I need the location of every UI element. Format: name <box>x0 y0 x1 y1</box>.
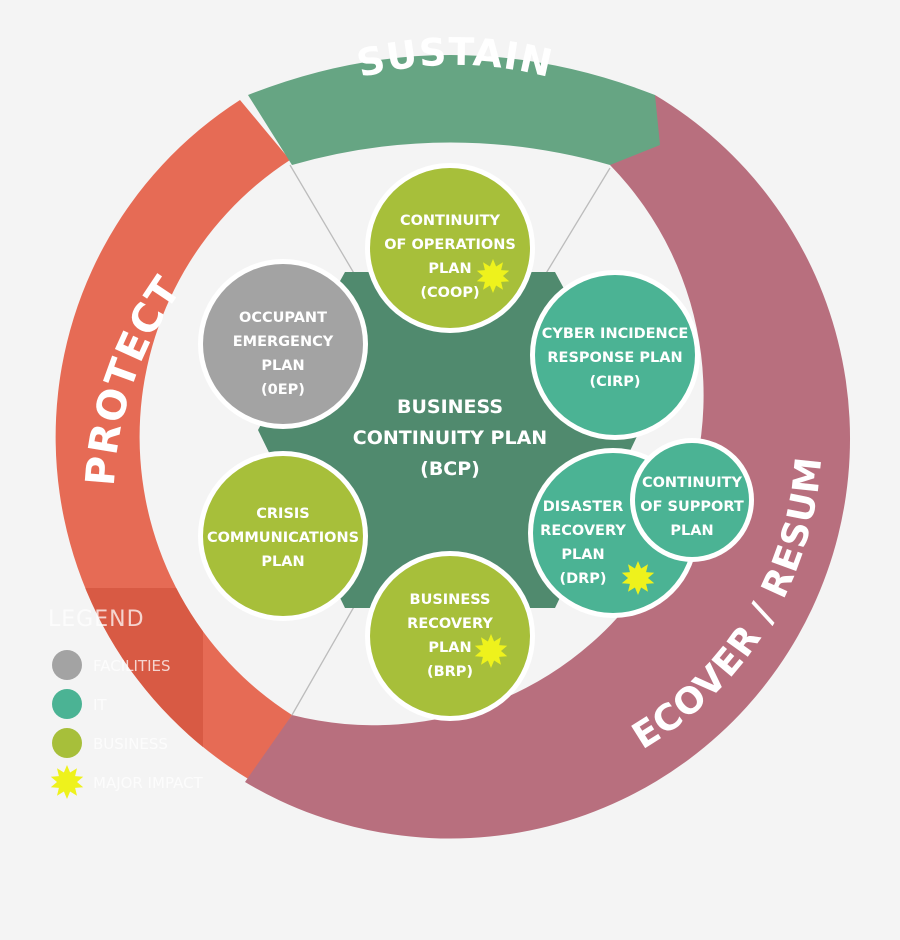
node-oep-label-line: (0EP) <box>261 382 305 398</box>
node-csp-label-line: PLAN <box>670 523 713 539</box>
legend-item-business: BUSINESS <box>52 728 168 758</box>
node-ccp-circle <box>203 456 363 616</box>
node-drp-label-line: DISASTER <box>543 499 624 515</box>
legend-label-it: IT <box>93 696 107 714</box>
ring-segment-sustain <box>248 55 660 165</box>
legend-item-major_impact: MAJOR IMPACT <box>50 765 204 799</box>
node-ccp: CRISIS COMMUNICATIONS PLAN <box>198 451 368 621</box>
node-drp-label-line: PLAN <box>561 547 604 563</box>
node-brp-label-line: BUSINESS <box>410 592 491 608</box>
legend-label-facilities: FACILITIES <box>93 657 171 675</box>
node-cirp-label-line: CYBER INCIDENCE <box>542 326 689 342</box>
node-brp: BUSINESS RECOVERY PLAN (BRP) <box>365 551 535 721</box>
node-oep-label-line: OCCUPANT <box>239 310 327 326</box>
node-oep-circle <box>203 264 363 424</box>
svg-text:(BCP): (BCP) <box>420 458 480 480</box>
center-label: BUSINESS CONTINUITY PLAN (BCP) <box>353 396 547 480</box>
legend: LEGEND FACILITIES IT BUSINESS MAJOR IMPACT <box>48 607 204 799</box>
node-ccp-label-line: PLAN <box>261 554 304 570</box>
legend-major-impact-icon <box>50 765 84 799</box>
svg-text:BUSINESS: BUSINESS <box>397 396 503 418</box>
node-drp-label-line: RECOVERY <box>540 523 626 539</box>
outer-ring <box>55 55 851 839</box>
node-coop-label-line: (COOP) <box>420 285 479 301</box>
node-drp-label-line: (DRP) <box>559 571 606 587</box>
major-impact-icon <box>476 259 510 293</box>
node-ccp-label-line: COMMUNICATIONS <box>207 530 359 546</box>
node-brp-label-line: RECOVERY <box>407 616 493 632</box>
node-brp-label-line: (BRP) <box>427 664 473 680</box>
node-coop-label-line: PLAN <box>428 261 471 277</box>
legend-backdrop <box>85 588 203 747</box>
legend-title: LEGEND <box>48 607 145 632</box>
node-oep: OCCUPANT EMERGENCY PLAN (0EP) <box>198 259 368 429</box>
node-cirp-circle <box>535 275 695 435</box>
legend-swatch-business <box>52 728 82 758</box>
major-impact-icon <box>474 634 508 668</box>
node-csp-circle <box>635 443 749 557</box>
ring-segment-recover <box>245 95 851 839</box>
node-cirp: CYBER INCIDENCE RESPONSE PLAN (CIRP) <box>530 270 700 440</box>
node-coop-circle <box>370 168 530 328</box>
node-cirp-label-line: (CIRP) <box>589 374 640 390</box>
node-csp: CONTINUITY OF SUPPORT PLAN <box>630 438 754 562</box>
node-coop-label-line: CONTINUITY <box>400 213 501 229</box>
node-coop-label-line: OF OPERATIONS <box>384 237 516 253</box>
node-csp-label-line: OF SUPPORT <box>640 499 744 515</box>
legend-swatch-it <box>52 689 82 719</box>
node-brp-label-line: PLAN <box>428 640 471 656</box>
legend-label-business: BUSINESS <box>93 735 168 753</box>
node-brp-circle <box>370 556 530 716</box>
node-cirp-label-line: RESPONSE PLAN <box>547 350 682 366</box>
node-coop: CONTINUITY OF OPERATIONS PLAN (COOP) <box>365 163 535 333</box>
legend-label-major_impact: MAJOR IMPACT <box>93 774 204 792</box>
node-oep-label-line: PLAN <box>261 358 304 374</box>
svg-text:CONTINUITY PLAN: CONTINUITY PLAN <box>353 427 547 449</box>
node-csp-label-line: CONTINUITY <box>642 475 743 491</box>
node-oep-label-line: EMERGENCY <box>233 334 334 350</box>
legend-item-it: IT <box>52 689 107 719</box>
major-impact-icon <box>621 561 655 595</box>
legend-item-facilities: FACILITIES <box>52 650 171 680</box>
plan-nodes: OCCUPANT EMERGENCY PLAN (0EP) CONTINUITY OF O… <box>198 163 754 721</box>
node-ccp-label-line: CRISIS <box>256 506 309 522</box>
divider-lines <box>289 164 611 716</box>
legend-swatch-facilities <box>52 650 82 680</box>
